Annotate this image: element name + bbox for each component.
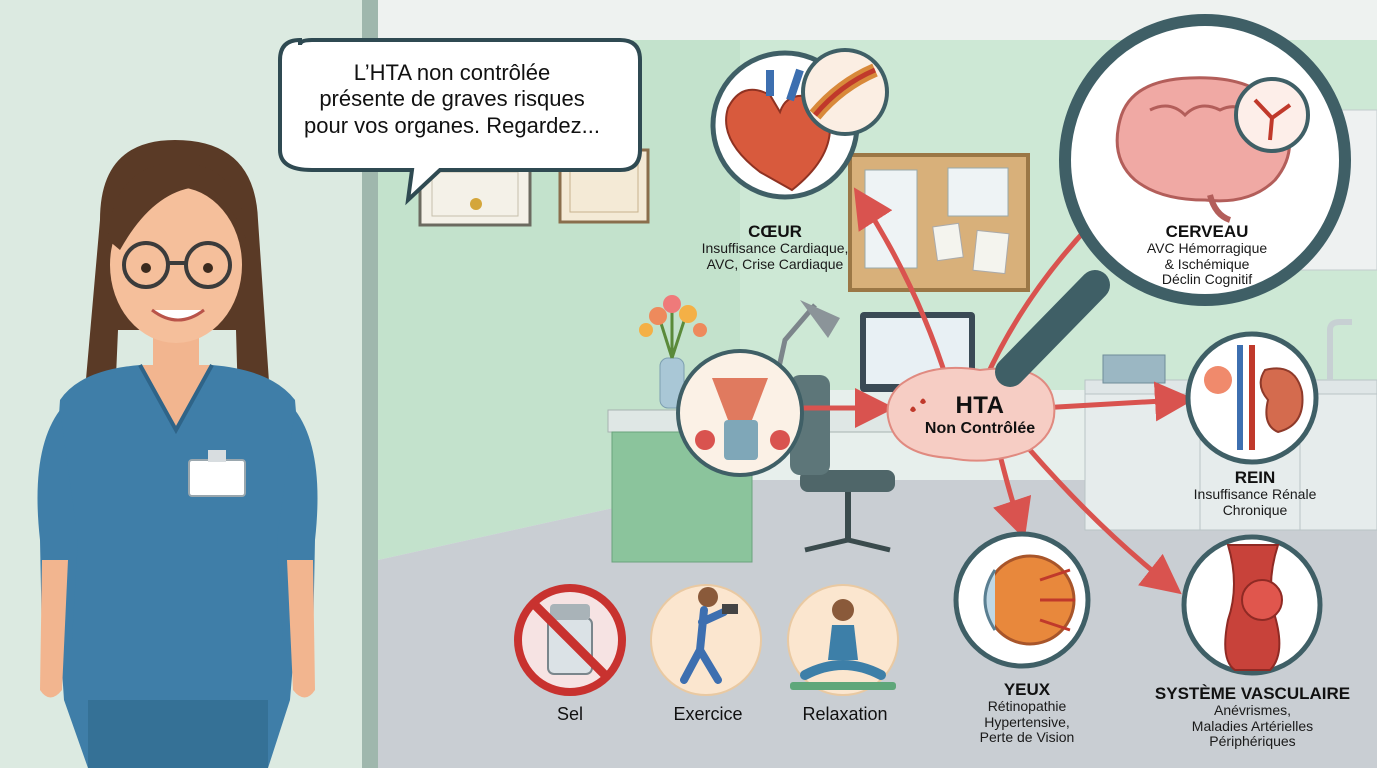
exercise-icon	[650, 584, 762, 696]
hta-title: HTA	[955, 392, 1005, 419]
speech-bubble-text: L’HTA non contrôlée présente de graves r…	[304, 60, 600, 138]
vascular-label: SYSTÈME VASCULAIRE Anévrismes, Maladies …	[1130, 684, 1375, 750]
kidney-desc: Insuffisance Rénale Chronique	[1193, 486, 1317, 518]
exercise-label: Exercice	[673, 704, 743, 724]
brain-title: CERVEAU	[1165, 222, 1249, 241]
vascular-title: SYSTÈME VASCULAIRE	[1154, 684, 1351, 703]
kidney-label: REIN Insuffisance Rénale Chronique	[1160, 468, 1350, 518]
eye-circle	[953, 531, 1091, 669]
heart-label: CŒUR Insuffisance Cardiaque, AVC, Crise …	[670, 222, 880, 272]
arrow-hta-to-vascular	[1028, 448, 1182, 595]
kidney-circle	[1185, 331, 1319, 465]
arrow-hta-to-heart	[853, 187, 953, 391]
relaxation-label: Relaxation	[802, 704, 888, 724]
brain-label: CERVEAU AVC Hémorragique & Ischémique Dé…	[1112, 222, 1302, 288]
salt-label: Sel	[556, 704, 583, 724]
heart-circle	[710, 48, 889, 200]
heart-title: CŒUR	[748, 222, 802, 241]
nurse-character	[37, 140, 318, 768]
vascular-desc: Anévrismes, Maladies Artérielles Périphé…	[1191, 702, 1314, 750]
hta-center-blob	[886, 366, 1056, 462]
hta-center-label: HTA Non Contrôlée	[880, 392, 1080, 438]
kidney-title: REIN	[1234, 468, 1276, 487]
arrow-hta-to-eyes	[993, 454, 1032, 540]
salt-icon	[514, 584, 626, 696]
heart-desc: Insuffisance Cardiaque, AVC, Crise Cardi…	[701, 240, 849, 272]
vascular-circle	[1181, 534, 1323, 676]
relaxation-icon	[787, 584, 899, 696]
brain-desc: AVC Hémorragique & Ischémique Déclin Cog…	[1146, 240, 1268, 288]
brain-magnifier	[995, 14, 1351, 387]
eyes-label: YEUX Rétinopathie Hypertensive, Perte de…	[952, 680, 1102, 746]
arrow-hta-to-kidney	[1039, 381, 1195, 422]
lifestyle-cause-circle	[676, 349, 804, 477]
speech-bubble	[278, 37, 642, 206]
eyes-desc: Rétinopathie Hypertensive, Perte de Visi…	[979, 698, 1075, 746]
eyes-title: YEUX	[1003, 680, 1051, 699]
hta-subtitle: Non Contrôlée	[924, 420, 1036, 437]
